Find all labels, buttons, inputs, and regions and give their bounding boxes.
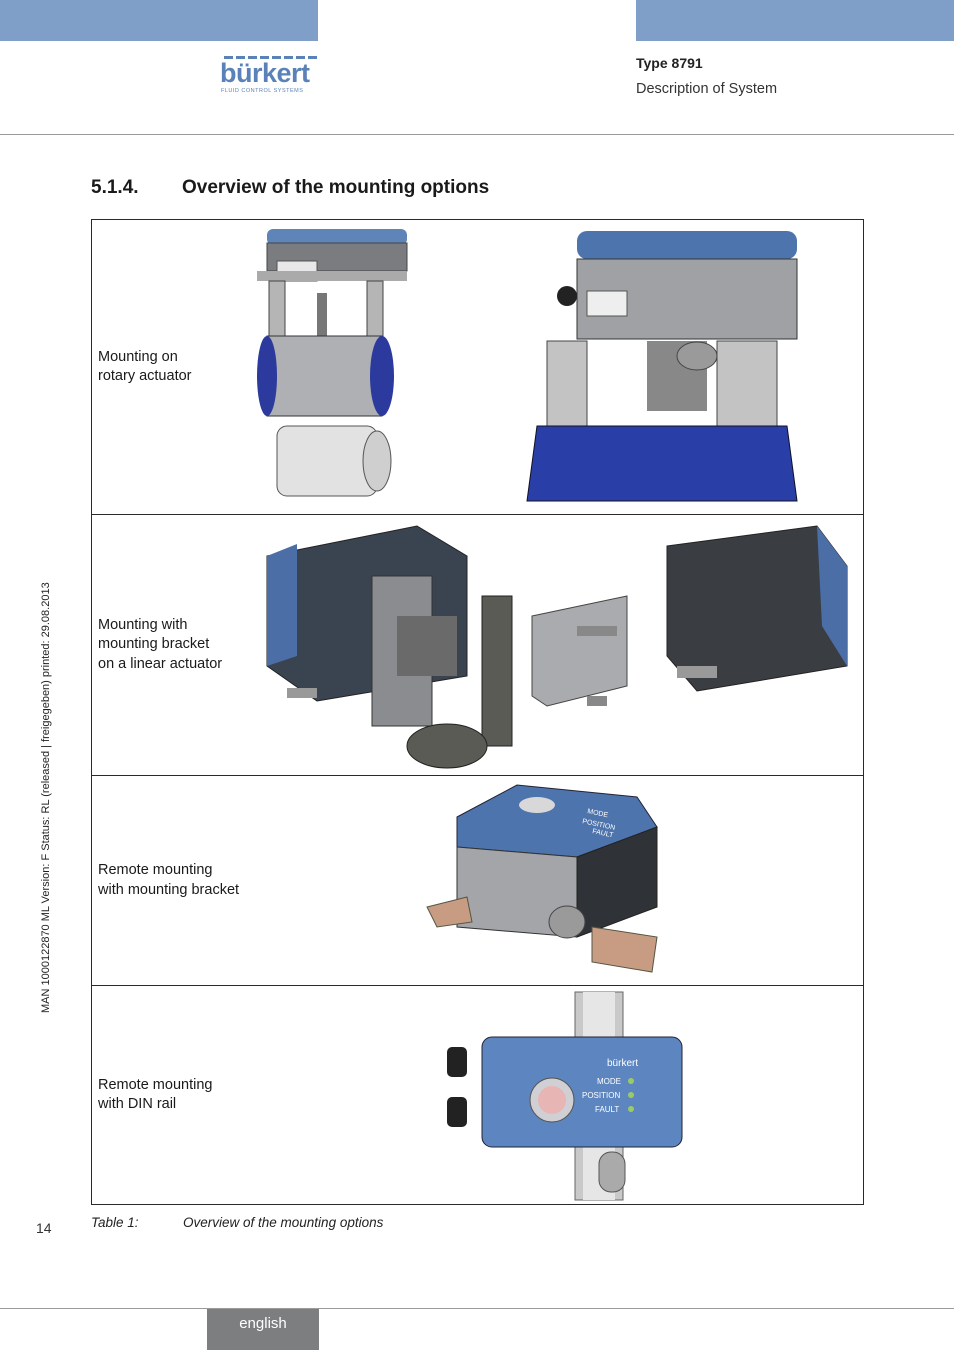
table-row: Remote mounting with mounting bracket MO…	[91, 775, 864, 986]
brand-label: bürkert	[607, 1058, 638, 1069]
row-label-line: with DIN rail	[98, 1096, 177, 1112]
row-illustration	[257, 514, 864, 776]
section-number: 5.1.4.	[91, 177, 139, 198]
linear-actuator-illustration	[266, 524, 848, 768]
positioner-on-linear-actuator	[266, 524, 513, 768]
footer-divider	[0, 1308, 954, 1309]
row-illustration	[257, 219, 864, 515]
remote-bracket-illustration: MODE POSITION FAULT	[426, 783, 658, 973]
positioner-on-rotary-actuator	[257, 228, 408, 496]
fault-label: FAULT	[595, 1105, 619, 1114]
fault-label: FAULT	[592, 828, 615, 839]
document-subtitle: Description of System	[636, 81, 778, 97]
mode-label: MODE	[597, 1077, 621, 1086]
row-label: Remote mounting with DIN rail	[91, 985, 257, 1205]
row-label: Mounting on rotary actuator	[91, 219, 257, 515]
row-label: Mounting with mounting bracket on a line…	[91, 514, 257, 776]
table-caption-number: Table 1:	[91, 1215, 139, 1230]
row-label-line: Remote mounting	[98, 1076, 213, 1093]
table-caption: Table 1: Overview of the mounting options	[91, 1215, 383, 1230]
row-label-line: Mounting with	[98, 616, 188, 633]
document-meta-vertical: MAN 1000122870 ML Version: F Status: RL …	[40, 582, 52, 1013]
burkert-logo: bürkert FLUID CONTROL SYSTEMS	[220, 56, 320, 96]
language-tab: english	[207, 1309, 319, 1350]
mounting-options-table: Mounting on rotary actuator	[91, 219, 864, 1205]
row-label: Remote mounting with mounting bracket	[91, 775, 257, 986]
linear-mounting-kit-exploded	[531, 524, 848, 707]
table-row: Mounting with mounting bracket on a line…	[91, 514, 864, 776]
table-row: Mounting on rotary actuator	[91, 219, 864, 515]
mode-label: MODE	[587, 808, 609, 819]
header-divider	[0, 134, 954, 135]
table-caption-text: Overview of the mounting options	[183, 1215, 384, 1230]
row-label-line: rotary actuator	[98, 368, 192, 384]
row-label-line: on a linear actuator	[98, 655, 223, 672]
positioner-rotary-closeup	[526, 230, 798, 501]
brand-name: bürkert	[220, 58, 310, 88]
section-title: Overview of the mounting options	[182, 177, 490, 198]
document-type: Type 8791	[636, 55, 703, 71]
section-heading: 5.1.4. Overview of the mounting options	[91, 177, 489, 199]
header-color-bar-left	[0, 0, 318, 41]
positioner-on-bracket: MODE POSITION FAULT	[426, 783, 658, 973]
positioner-on-din-rail: bürkert MODE POSITION FAULT	[447, 991, 683, 1200]
row-label-line: Remote mounting	[98, 862, 213, 878]
page-number: 14	[36, 1220, 52, 1236]
row-illustration: bürkert MODE POSITION FAULT	[257, 985, 864, 1205]
rotary-actuator-illustration	[257, 228, 798, 501]
table-row: Remote mounting with DIN rail bürkert MO…	[91, 985, 864, 1205]
header-color-bar-right	[636, 0, 954, 41]
row-label-line: mounting bracket	[98, 636, 210, 653]
brand-tagline: FLUID CONTROL SYSTEMS	[221, 88, 304, 94]
row-illustration: MODE POSITION FAULT	[257, 775, 864, 986]
position-label: POSITION	[582, 1091, 620, 1100]
din-rail-illustration: bürkert MODE POSITION FAULT	[447, 991, 683, 1200]
logo-dot-row	[224, 56, 317, 59]
row-label-line: with mounting bracket	[98, 881, 240, 898]
row-label-line: Mounting on	[98, 348, 178, 365]
